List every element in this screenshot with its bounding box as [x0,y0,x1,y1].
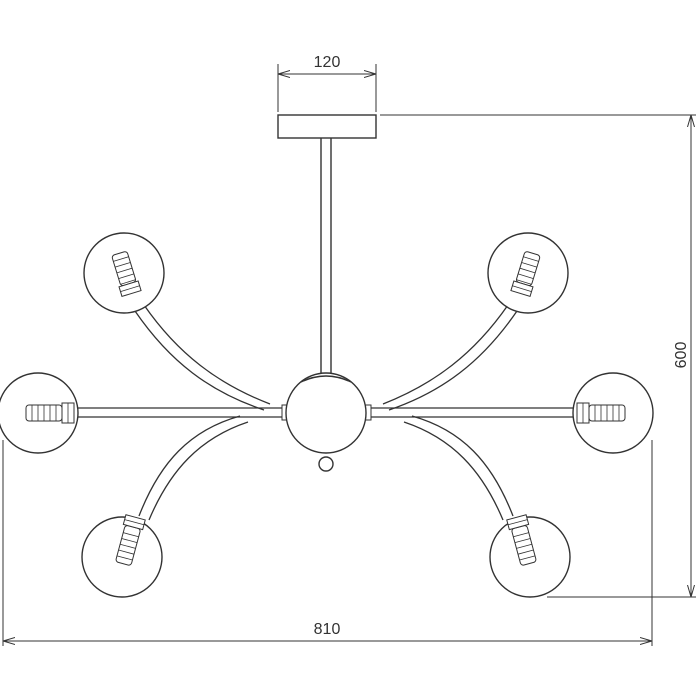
globe-upper-left [83,232,165,314]
arm-lower-left-outer [138,415,241,517]
dimension-height: 600 [380,114,696,598]
suspension-rod [320,138,332,376]
total-width-label: 810 [314,621,341,638]
arm-upper-right-inner [382,304,509,405]
globe-middle-right [572,372,654,454]
arm-upper-left-outer [134,310,265,411]
globe-middle-left [0,372,79,454]
dimension-canopy-width: 120 [277,54,377,112]
lamp-arms [78,304,575,521]
arm-left-horizontal [78,407,288,418]
arm-right-horizontal [365,407,575,418]
arm-upper-left-inner [143,304,271,405]
bottom-finial [318,456,334,472]
arm-upper-right-outer [388,310,518,411]
globe-lower-right [489,514,571,598]
arm-lower-right-outer [411,415,514,517]
dimension-total-width: 810 [2,440,653,646]
globe-upper-right [487,232,569,314]
globe-lower-left [81,514,163,598]
arm-lower-left-inner [148,421,249,521]
height-label: 600 [673,342,690,369]
central-hub [285,372,367,472]
canopy-width-label: 120 [314,54,341,71]
arm-lower-right-inner [403,421,504,521]
ceiling-canopy [277,114,377,139]
